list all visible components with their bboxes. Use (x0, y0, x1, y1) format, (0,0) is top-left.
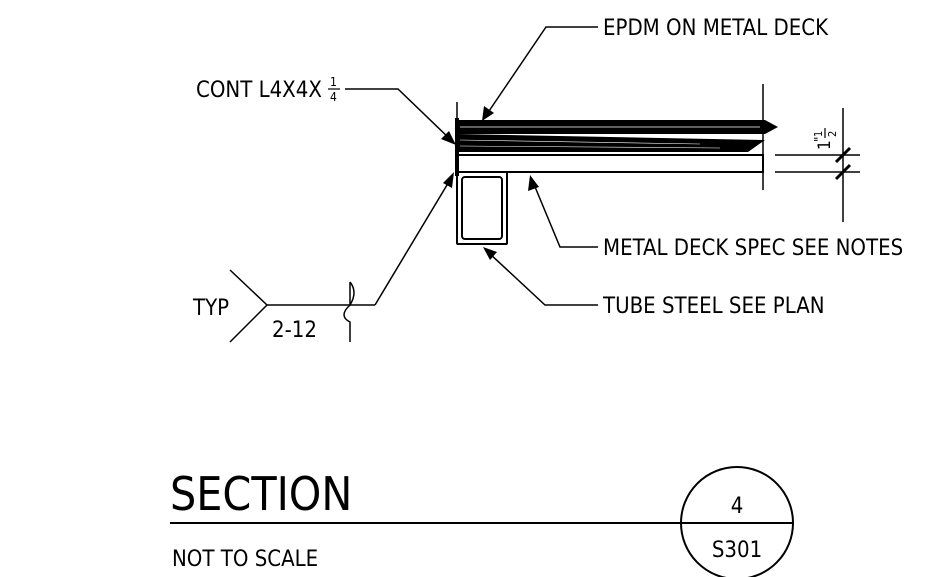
dimension-tick (834, 163, 852, 181)
dimension-inch-mark: " (813, 137, 828, 142)
weld-symbol: TYP 2-12 (192, 172, 454, 343)
weld-arrow-line (374, 179, 451, 306)
angle-frac-den: 4 (330, 90, 337, 104)
section-title: SECTION (170, 467, 352, 521)
sheet-number: S301 (712, 538, 762, 563)
title-block: SECTION NOT TO SCALE 4 S301 (170, 466, 794, 577)
membrane-layer-line (459, 145, 721, 149)
weld-fillet-symbol (343, 304, 351, 342)
scale-note: NOT TO SCALE (172, 547, 318, 572)
weld-size-label: 2-12 (272, 318, 317, 343)
deck-dimension: 1 " 1 2 (775, 108, 860, 222)
deck-spec-label: METAL DECK SPEC SEE NOTES (603, 236, 903, 261)
angle-label: CONT L4X4X (196, 78, 322, 103)
dimension-frac-den: 2 (826, 131, 839, 137)
leader-angle: CONT L4X4X 1 4 (196, 75, 456, 145)
dimension-whole: 1 (815, 140, 835, 150)
tube-steel (456, 171, 508, 245)
weld-field-symbol (349, 281, 355, 306)
dimension-tick (834, 146, 852, 164)
detail-number: 4 (731, 494, 744, 519)
dimension-frac-num: 1 (812, 131, 825, 137)
roof-assembly (455, 84, 778, 190)
angle-frac-num: 1 (330, 75, 337, 89)
weld-tail (229, 269, 269, 343)
tube-label: TUBE STEEL SEE PLAN (602, 294, 825, 319)
leader-deck-spec: METAL DECK SPEC SEE NOTES (528, 175, 903, 261)
epdm-insulation-taper (457, 134, 765, 152)
membrane-layer-line (459, 139, 701, 145)
detail-callout-circle (680, 466, 794, 577)
metal-deck (456, 154, 764, 173)
weld-typ-label: TYP (192, 296, 229, 321)
roofing-label: EPDM ON METAL DECK (603, 16, 829, 41)
leader-tube: TUBE STEEL SEE PLAN (483, 247, 825, 319)
leader-roofing: EPDM ON METAL DECK (482, 16, 829, 121)
